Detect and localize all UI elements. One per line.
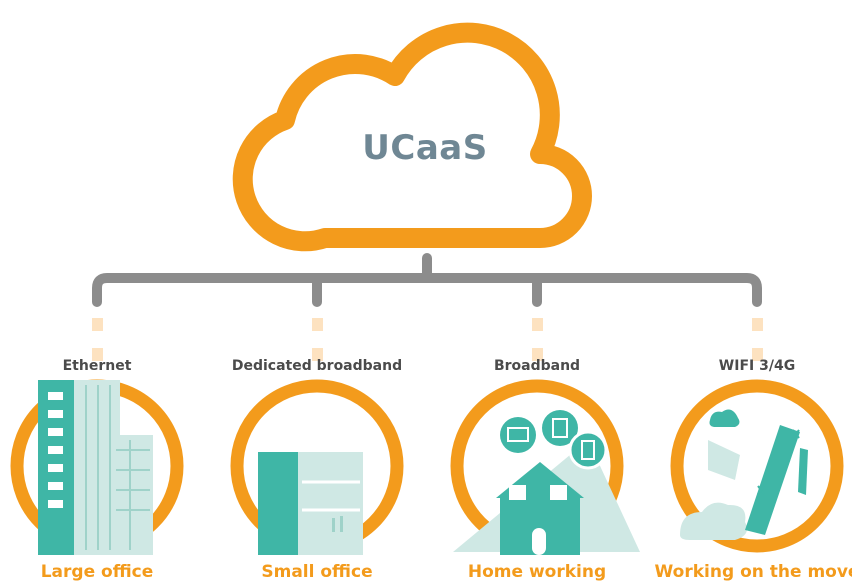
dashed-links	[92, 318, 763, 361]
office-tower-icon	[38, 380, 153, 555]
connection-label-dedicated-broadband: Dedicated broadband	[231, 358, 403, 374]
cloud-label: UCaaS	[362, 128, 488, 168]
connection-label-ethernet: Ethernet	[62, 358, 132, 374]
location-label-on-the-move: Working on the move	[654, 562, 852, 582]
location-label-home-working: Home working	[467, 562, 607, 582]
location-label-large-office: Large office	[40, 562, 154, 582]
location-rings	[10, 379, 844, 553]
small-office-icon	[258, 452, 363, 555]
connection-label-wifi: WIFI 3/4G	[718, 358, 796, 374]
device-bubbles	[500, 410, 608, 470]
airplane-icon	[680, 409, 808, 540]
location-label-small-office: Small office	[261, 562, 373, 582]
home-devices-icon	[453, 410, 640, 555]
connection-label-broadband: Broadband	[493, 358, 581, 374]
connector-tree	[92, 253, 762, 307]
cloud-icon	[232, 22, 592, 252]
